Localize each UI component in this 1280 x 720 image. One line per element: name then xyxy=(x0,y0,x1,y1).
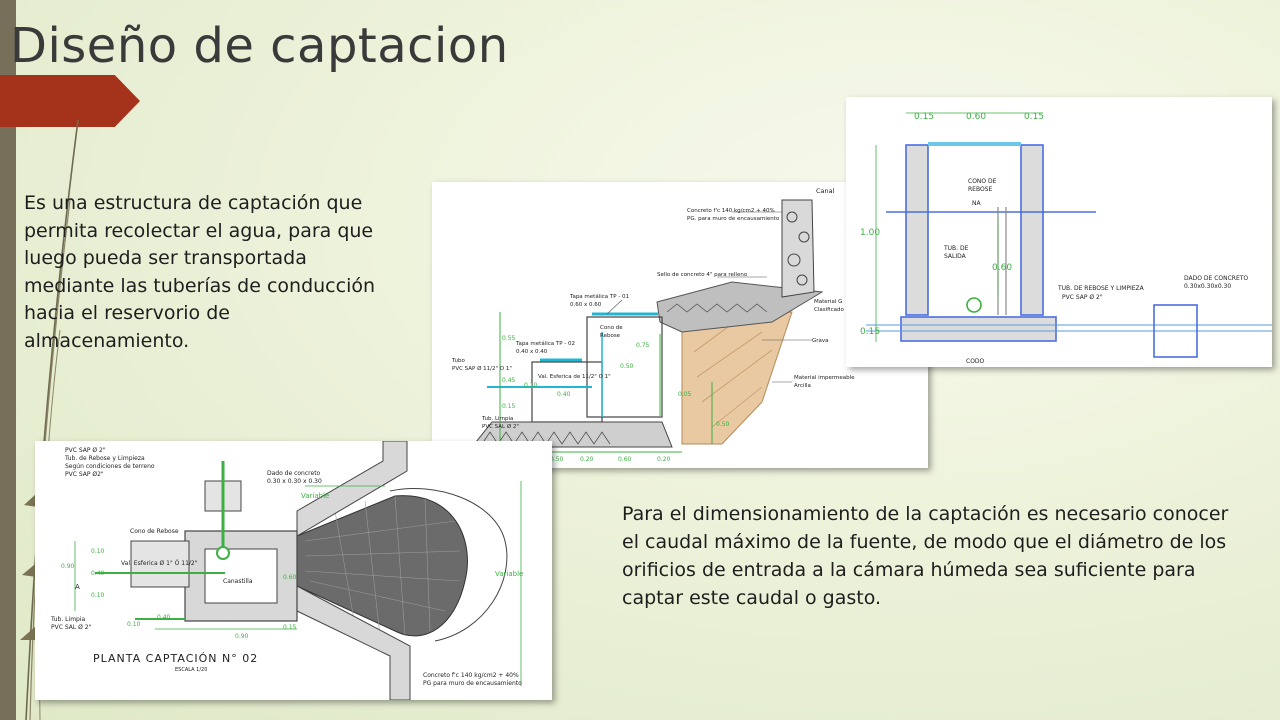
plan-scale: ESCALA 1/20 xyxy=(175,667,207,673)
label-pvc-tubo: PVC SAP Ø 11/2" O 1" xyxy=(452,365,512,372)
label-segun: Según condiciones de terreno xyxy=(65,463,155,470)
label-tubo: Tubo xyxy=(451,358,466,364)
label-tapa1: Tapa metálica TP - 01 xyxy=(569,293,629,300)
dim-top-015-left: 0.15 xyxy=(914,112,934,122)
label-tub-limpia: Tub. Limpia xyxy=(481,416,513,422)
label-tub-de: TUB. DE xyxy=(943,245,969,252)
dim-090-h: 0.90 xyxy=(235,633,249,640)
dim-055: 0.55 xyxy=(502,335,516,342)
label-grava: Grava xyxy=(812,338,829,344)
label-tub-limpia: Tub. Limpia xyxy=(50,616,86,623)
dim-015: 0.15 xyxy=(502,403,516,410)
label-tub-rebose: Tub. de Rebose y Limpieza xyxy=(64,455,145,462)
label-na: NA xyxy=(972,200,981,207)
dim-040-b: 0.40 xyxy=(157,614,171,621)
dim-045: 0.45 xyxy=(502,377,516,384)
label-variable-right: Variable xyxy=(495,570,523,578)
page-title: Diseño de captacion xyxy=(10,18,509,74)
dim-015: 0.15 xyxy=(283,624,297,631)
label-dado-dim: 0.30 x 0.30 x 0.30 xyxy=(267,478,322,485)
dim-040-a: 0.40 xyxy=(91,570,105,577)
section-drawing: Canal Concreto f'c 140 kg/cm2 + 40% PG. … xyxy=(432,182,928,468)
label-concreto: Concreto f'c 140 kg/cm2 + 40% xyxy=(687,208,775,214)
label-tapa2-dim: 0.40 x 0.40 xyxy=(516,349,548,355)
dim-005: 0.05 xyxy=(678,391,692,398)
dim-010-b: 0.10 xyxy=(91,592,105,599)
label-clasificado: Clasificado xyxy=(814,307,844,313)
label-codo: CODO xyxy=(966,358,985,365)
dim-020: 0.20 xyxy=(580,456,594,463)
dim-base-015: 0.15 xyxy=(860,327,880,337)
label-pg-muro: PG para muro de encausamiento xyxy=(423,680,522,687)
dim-010-c: 0.10 xyxy=(127,621,141,628)
sizing-paragraph: Para el dimensionamiento de la captación… xyxy=(622,503,1229,609)
label-canal: Canal xyxy=(816,187,835,195)
dim-h-100: 1.00 xyxy=(860,228,880,238)
label-cono-de: CONO DE xyxy=(968,178,997,185)
label-pg-muro: PG. para muro de encausamiento xyxy=(687,216,780,222)
label-rebose: Rebose xyxy=(600,333,621,339)
section-marker-a: A xyxy=(75,583,80,591)
label-variable-top: Variable xyxy=(301,492,329,500)
dim-040: 0.40 xyxy=(557,391,571,398)
dim-010: 0.10 xyxy=(524,382,538,389)
label-tub-rebose: TUB. DE REBOSE Y LIMPIEZA xyxy=(1057,285,1145,292)
label-valvula: Val. Esferica Ø 1" Ó 11/2" xyxy=(121,560,198,567)
label-sello: Sello de concreto 4" para relleno xyxy=(657,272,748,278)
label-tapa2: Tapa metálica TP - 02 xyxy=(515,340,575,347)
title-accent-arrow xyxy=(0,75,140,127)
dim-010-a: 0.10 xyxy=(91,548,105,555)
label-pvc-sap: PVC SAP Ø 2" xyxy=(1062,294,1103,301)
intro-paragraph: Es una estructura de captación que permi… xyxy=(24,192,376,352)
label-dado-dim: 0.30x0.30x0.30 xyxy=(1184,283,1231,290)
dim-020-b: 0.20 xyxy=(657,456,671,463)
dim-060: 0.60 xyxy=(618,456,632,463)
label-cono: Cono de xyxy=(600,325,623,331)
label-cono-rebose: Cono de Rebose xyxy=(130,528,179,535)
plan-drawing: PVC SAP Ø 2" Tub. de Rebose y Limpieza S… xyxy=(35,441,552,700)
label-valvula: Val. Esferica de 11/2" O 1" xyxy=(538,374,611,380)
plan-title: PLANTA CAPTACIÓN N° 02 xyxy=(93,652,258,665)
label-concreto: Concreto f'c 140 kg/cm2 + 40% xyxy=(423,672,519,679)
label-material-g: Material G xyxy=(814,299,842,305)
label-pvc-sal: PVC SAL Ø 2" xyxy=(51,624,92,631)
chamber-drawing: 0.15 0.60 0.15 1.00 0.60 0.15 CONO DE RE… xyxy=(846,97,1272,367)
dim-050-c: 0.50 xyxy=(550,456,564,463)
label-pvc-sal: PVC SAL Ø 2" xyxy=(482,423,519,430)
dim-060: 0.60 xyxy=(283,574,297,581)
label-salida: SALIDA xyxy=(944,253,967,260)
label-tapa1-dim: 0.60 x 0.60 xyxy=(570,302,602,308)
label-rebose: REBOSE xyxy=(968,186,993,193)
dim-050: 0.50 xyxy=(620,363,634,370)
dim-075: 0.75 xyxy=(636,342,650,349)
left-decorative-bar xyxy=(0,0,16,720)
label-pvc-sap2: PVC SAP Ø2" xyxy=(65,471,104,478)
dim-050-b: 0.50 xyxy=(716,421,730,428)
label-arcilla: Arcilla xyxy=(794,383,811,389)
label-dado: Dado de concreto xyxy=(267,470,321,477)
dim-top-060: 0.60 xyxy=(966,112,986,122)
dim-h-060: 0.60 xyxy=(992,263,1012,273)
label-pvc-sap: PVC SAP Ø 2" xyxy=(65,447,106,454)
label-material-imp: Material impermeable xyxy=(794,375,855,381)
dim-top-015-right: 0.15 xyxy=(1024,112,1044,122)
dim-090-v: 0.90 xyxy=(61,563,75,570)
label-dado: DADO DE CONCRETO xyxy=(1184,275,1248,282)
label-canastilla: Canastilla xyxy=(223,578,253,585)
